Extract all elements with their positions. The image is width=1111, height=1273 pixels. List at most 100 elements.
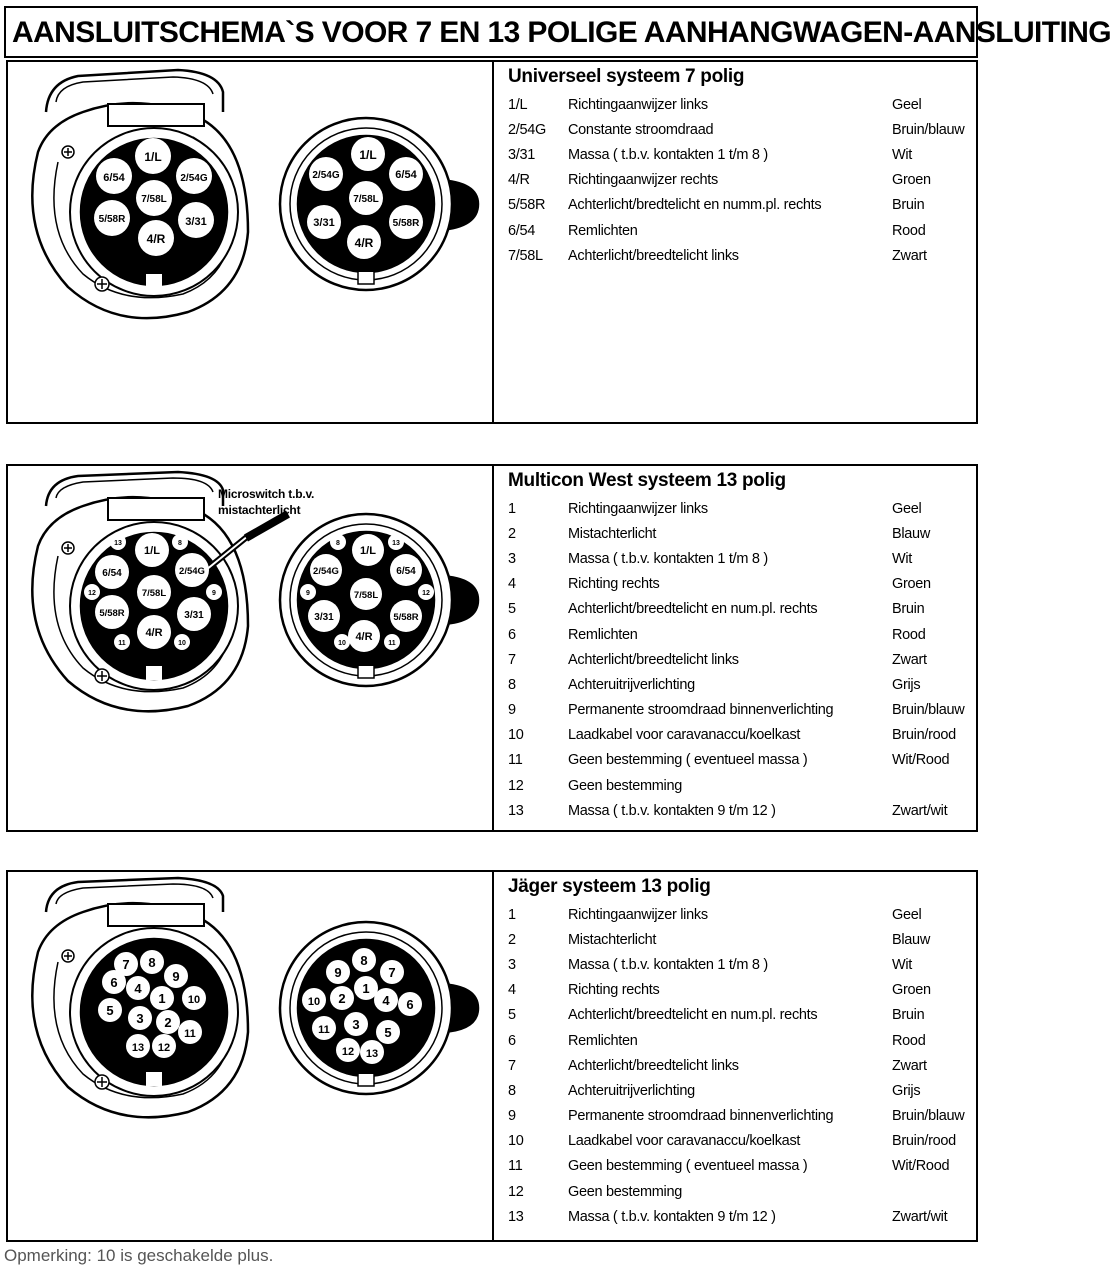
pin-label: 6/54 [103,172,125,184]
callout-line: Microswitch t.b.v. [218,487,315,501]
pin-number: 6 [508,1032,516,1049]
svg-text:7: 7 [122,957,129,972]
svg-text:10: 10 [308,996,320,1008]
svg-text:10: 10 [188,994,200,1006]
pin-number: 4 [508,576,516,593]
wire-color: Groen [892,576,931,593]
wire-color: Geel [892,500,922,517]
svg-text:7: 7 [388,965,395,980]
pin-row: 5 Achterlicht/breedtelicht en num.pl. rec… [508,597,964,622]
pin-function: Achterlicht/breedtelicht en num.pl. rech… [568,1007,818,1024]
pin-function: Constante stroomdraad [568,121,714,138]
pin-function: Richtingaanwijzer links [568,500,708,517]
panel-universal-7-pin: 1/L 2/54G 3/31 4/R 5/58R 6/54 7/58L [6,60,978,424]
connector-illustration: 1/L 2/54G 3/31 4/R 5/58R 6/54 7/58L [31,68,480,320]
panel-divider [492,872,494,1240]
plug-pins [307,137,423,259]
wire-color: Bruin [892,197,925,214]
pin-3 [178,202,214,238]
pin-label: 5/58R [393,218,420,229]
microswitch-wire [204,510,290,573]
pin-5 [94,200,130,236]
pin-number: 3 [508,956,516,973]
pin-number: 7/58L [508,247,543,264]
wire-color: Bruin [892,1007,925,1024]
pin-label: 1/L [359,148,376,162]
pin-function: Laadkabel voor caravanaccu/koelkast [568,1133,801,1150]
pin-number: 11 [508,1158,523,1175]
pin-7 [349,181,383,215]
pin-number: 1 [508,906,516,923]
wire-color: Bruin [892,601,925,618]
svg-text:8: 8 [148,955,155,970]
wire-color: Groen [892,982,931,999]
svg-text:2: 2 [164,1015,171,1030]
wire-color: Geel [892,96,922,113]
pin-function: Geen bestemming ( eventueel massa ) [568,752,808,769]
pin-number: 5 [508,601,516,618]
pin-function: Richtingaanwijzer links [568,96,708,113]
wire-color: Zwart [892,1057,927,1074]
pin-function: Achterlicht/breedtelicht en num.pl. rech… [568,601,818,618]
svg-text:1/L: 1/L [144,545,160,557]
svg-text:1/L: 1/L [360,545,376,557]
svg-text:5/58R: 5/58R [99,608,124,619]
wire-color: Zwart/wit [892,802,948,819]
wire-color: Bruin/blauw [892,702,965,719]
pin-function: Massa ( t.b.v. kontakten 1 t/m 8 ) [568,146,768,163]
svg-text:6/54: 6/54 [102,568,122,579]
pin-6 [96,158,132,194]
wire-color: Bruin/blauw [892,1108,965,1125]
pin-label: 5/58R [99,214,126,225]
pin-label: 4/R [147,232,166,246]
pin-function: Massa ( t.b.v. kontakten 9 t/m 12 ) [568,802,776,819]
pin-number: 9 [508,1108,516,1125]
svg-text:4/R: 4/R [355,631,372,643]
wire-color [884,773,964,798]
wire-color: Geel [892,906,922,923]
wire-color: Wit/Rood [892,752,950,769]
pin-function: Achterlicht/breedtelicht links [568,1057,739,1074]
pin-function: Achterlicht/breedtelicht links [568,247,739,264]
callout-line: mistachterlicht [218,503,301,517]
pin-function: Massa ( t.b.v. kontakten 9 t/m 12 ) [568,1208,776,1225]
svg-text:12: 12 [422,590,430,597]
pin-number: 6 [508,626,516,643]
wire-color: Groen [892,172,931,189]
pin-number: 4/R [508,172,530,189]
socket-diagram: 1/L 2/54G 3/31 4/R 5/58R 6/54 7/58L [8,62,492,427]
svg-text:4: 4 [134,981,142,996]
wire-color: Blauw [892,931,930,948]
svg-text:13: 13 [392,540,400,547]
svg-text:10: 10 [178,640,186,647]
svg-text:5: 5 [106,1003,113,1018]
pin-3 [307,205,341,239]
pin-number: 13 [508,1208,524,1225]
pin-number: 1/L [508,96,528,113]
wire-color [884,1179,964,1204]
pin-function: Permanente stroomdraad binnenverlichting [568,702,834,719]
pin-4 [138,220,174,256]
pin-number: 12 [508,777,524,794]
wire-color: Rood [892,1032,926,1049]
panel-heading: Jäger systeem 13 polig [508,876,711,897]
pin-number: 3/31 [508,146,536,163]
pin-function: Remlichten [568,626,638,643]
svg-text:3/31: 3/31 [314,612,334,623]
pin-function: Mistachterlicht [568,931,657,948]
